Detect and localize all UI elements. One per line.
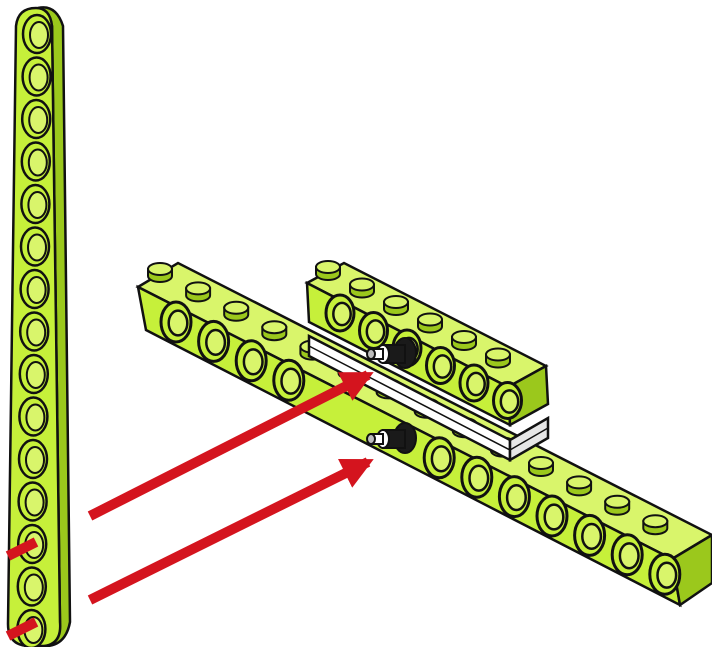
beam-hole <box>460 455 494 499</box>
beam-hole <box>425 346 456 385</box>
stud <box>185 281 212 303</box>
beam-hole <box>648 552 682 596</box>
arrow-lower <box>87 457 374 605</box>
liftarm-hole <box>18 396 49 437</box>
pin-upper <box>366 337 417 369</box>
stud <box>528 456 554 477</box>
beam-hole <box>272 358 306 402</box>
pin-lower <box>366 422 417 454</box>
arrow-upper <box>87 370 374 521</box>
liftarm-hole <box>18 353 50 395</box>
liftarm-hole <box>18 311 50 352</box>
stud <box>604 494 631 516</box>
long-brick-holes <box>159 300 682 596</box>
long-brick-end-face <box>670 533 712 608</box>
liftarm-hole <box>21 56 52 97</box>
stud <box>566 475 593 497</box>
liftarm-hole <box>16 566 48 607</box>
stud <box>642 514 669 536</box>
beam-hole <box>535 494 569 538</box>
beam-hole <box>573 513 607 557</box>
stud <box>223 300 250 322</box>
beam-hole <box>324 293 356 333</box>
short-brick-studs <box>315 260 511 369</box>
stud <box>383 295 409 316</box>
beam-hole <box>497 475 531 519</box>
vertical-liftarm <box>6 6 72 647</box>
stud <box>349 277 375 299</box>
liftarm-hole <box>17 438 49 480</box>
stud <box>451 330 477 351</box>
stud <box>261 320 288 342</box>
beam-hole <box>610 533 644 577</box>
liftarm-hole <box>20 141 52 182</box>
arrow-stub-upper <box>5 537 39 561</box>
beam-hole <box>197 319 231 363</box>
thin-plates <box>307 333 550 463</box>
liftarm-hole <box>20 183 51 225</box>
beam-hole <box>159 300 193 344</box>
arrow-right-icon <box>5 370 374 641</box>
beam-hole <box>358 311 389 350</box>
liftarm-hole <box>19 226 51 267</box>
beam-hole <box>422 436 456 480</box>
beam-hole <box>458 363 490 403</box>
stud <box>417 312 443 334</box>
arrow-stub-lower <box>5 617 39 641</box>
stud <box>315 260 341 281</box>
liftarm-hole <box>19 268 50 310</box>
liftarm-hole <box>17 481 48 522</box>
pin-icon <box>366 337 417 454</box>
stud <box>147 262 173 283</box>
liftarm-holes <box>16 13 53 647</box>
liftarm-hole <box>21 13 53 55</box>
beam-hole <box>492 381 523 420</box>
beam-hole <box>234 339 268 383</box>
stud <box>485 347 511 369</box>
liftarm-hole <box>20 98 52 140</box>
